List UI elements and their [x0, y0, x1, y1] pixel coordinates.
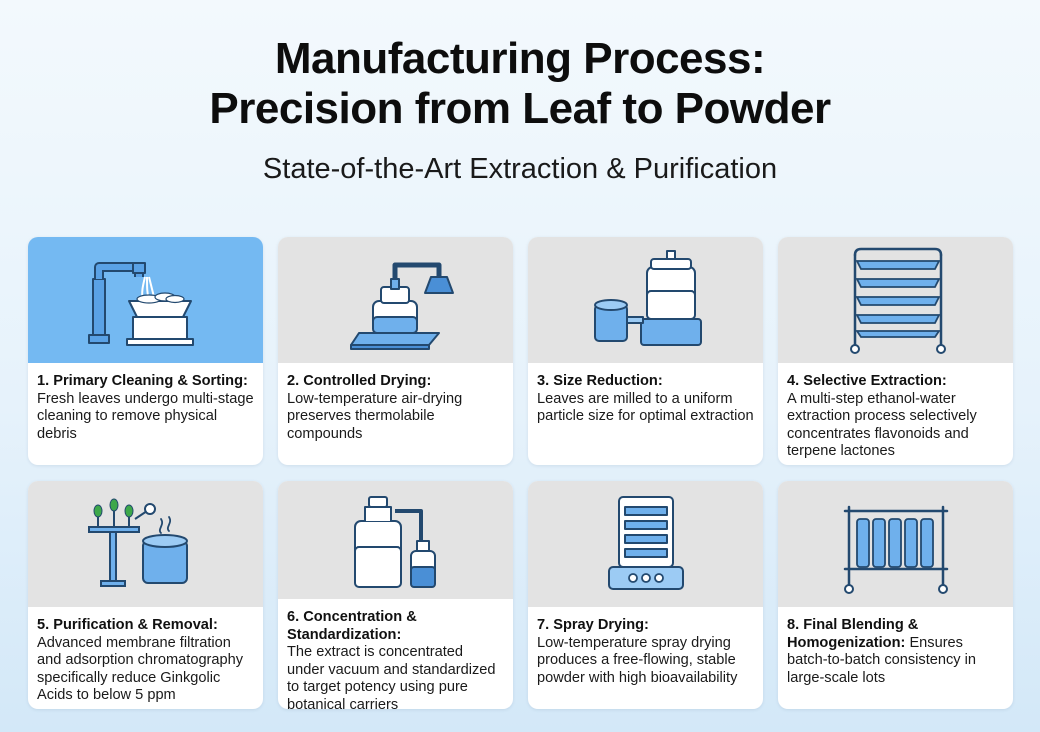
step-2-title: 2. Controlled Drying: — [287, 373, 432, 389]
step-3-illustration — [528, 237, 763, 363]
step-1-illustration — [28, 237, 263, 363]
step-4-illustration — [778, 237, 1013, 363]
step-8-illustration — [778, 481, 1013, 607]
step-4-text: 4. Selective Extraction: A multi-step et… — [778, 363, 1013, 461]
air-dryer-icon — [349, 262, 454, 350]
step-4-description: A multi-step ethanol-water extraction pr… — [787, 390, 977, 460]
process-steps-grid: 1. Primary Cleaning & Sorting: Fresh lea… — [28, 237, 1013, 709]
washing-station-icon — [87, 262, 194, 346]
page-title: Manufacturing Process: Precision from Le… — [0, 34, 1040, 134]
step-6-title: 6. Concentration & Standardization: — [287, 609, 417, 643]
step-3-description: Leaves are milled to a uniform particle … — [537, 390, 754, 425]
step-3-text: 3. Size Reduction: Leaves are milled to … — [528, 363, 763, 426]
step-card-4: 4. Selective Extraction: A multi-step et… — [778, 237, 1013, 465]
step-card-5: 5. Purification & Removal: Advanced memb… — [28, 481, 263, 709]
step-7-text: 7. Spray Drying: Low-temperature spray d… — [528, 607, 763, 687]
step-6-illustration — [278, 481, 513, 599]
step-2-text: 2. Controlled Drying: Low-temperature ai… — [278, 363, 513, 443]
step-5-text: 5. Purification & Removal: Advanced memb… — [28, 607, 263, 705]
step-6-text: 6. Concentration & Standardization: The … — [278, 599, 513, 709]
step-card-3: 3. Size Reduction: Leaves are milled to … — [528, 237, 763, 465]
step-card-6: 6. Concentration & Standardization: The … — [278, 481, 513, 709]
step-6-description: The extract is concentrated under vacuum… — [287, 644, 496, 709]
page-subtitle: State-of-the-Art Extraction & Purificati… — [262, 153, 778, 185]
step-1-title: 1. Primary Cleaning & Sorting: — [37, 373, 248, 389]
step-5-description: Advanced membrane filtration and adsorpt… — [37, 634, 244, 704]
step-2-description: Low-temperature air-drying preserves the… — [287, 390, 463, 442]
step-2-illustration — [278, 237, 513, 363]
header: Manufacturing Process: Precision from Le… — [0, 34, 1040, 186]
step-card-7: 7. Spray Drying: Low-temperature spray d… — [528, 481, 763, 709]
mill-icon — [593, 250, 702, 346]
step-7-title: 7. Spray Drying: — [537, 617, 649, 633]
step-card-8: 8. Final Blending & Homogenization: Ensu… — [778, 481, 1013, 709]
purification-icon — [87, 498, 188, 587]
spray-dryer-icon — [607, 496, 684, 590]
step-8-description: Ensures batch-to-batch consistency in la… — [787, 634, 977, 686]
step-5-title: 5. Purification & Removal: — [37, 617, 218, 633]
blender-rack-icon — [843, 505, 948, 594]
step-1-text: 1. Primary Cleaning & Sorting: Fresh lea… — [28, 363, 263, 443]
concentrator-icon — [353, 496, 436, 588]
title-line-2: Precision from Leaf to Powder — [209, 84, 831, 133]
step-5-illustration — [28, 481, 263, 607]
extraction-rack-icon — [849, 247, 946, 354]
step-7-description: Low-temperature spray drying produces a … — [537, 634, 738, 686]
step-3-title: 3. Size Reduction: — [537, 373, 663, 389]
step-1-description: Fresh leaves undergo multi-stage cleanin… — [37, 390, 254, 442]
step-7-illustration — [528, 481, 763, 607]
title-line-1: Manufacturing Process: — [274, 34, 766, 83]
step-8-text: 8. Final Blending & Homogenization: Ensu… — [778, 607, 1013, 687]
step-8-title: 8. Final Blending & Homogenization: — [787, 617, 919, 651]
step-4-title: 4. Selective Extraction: — [787, 373, 947, 389]
step-card-2: 2. Controlled Drying: Low-temperature ai… — [278, 237, 513, 465]
step-card-1: 1. Primary Cleaning & Sorting: Fresh lea… — [28, 237, 263, 465]
